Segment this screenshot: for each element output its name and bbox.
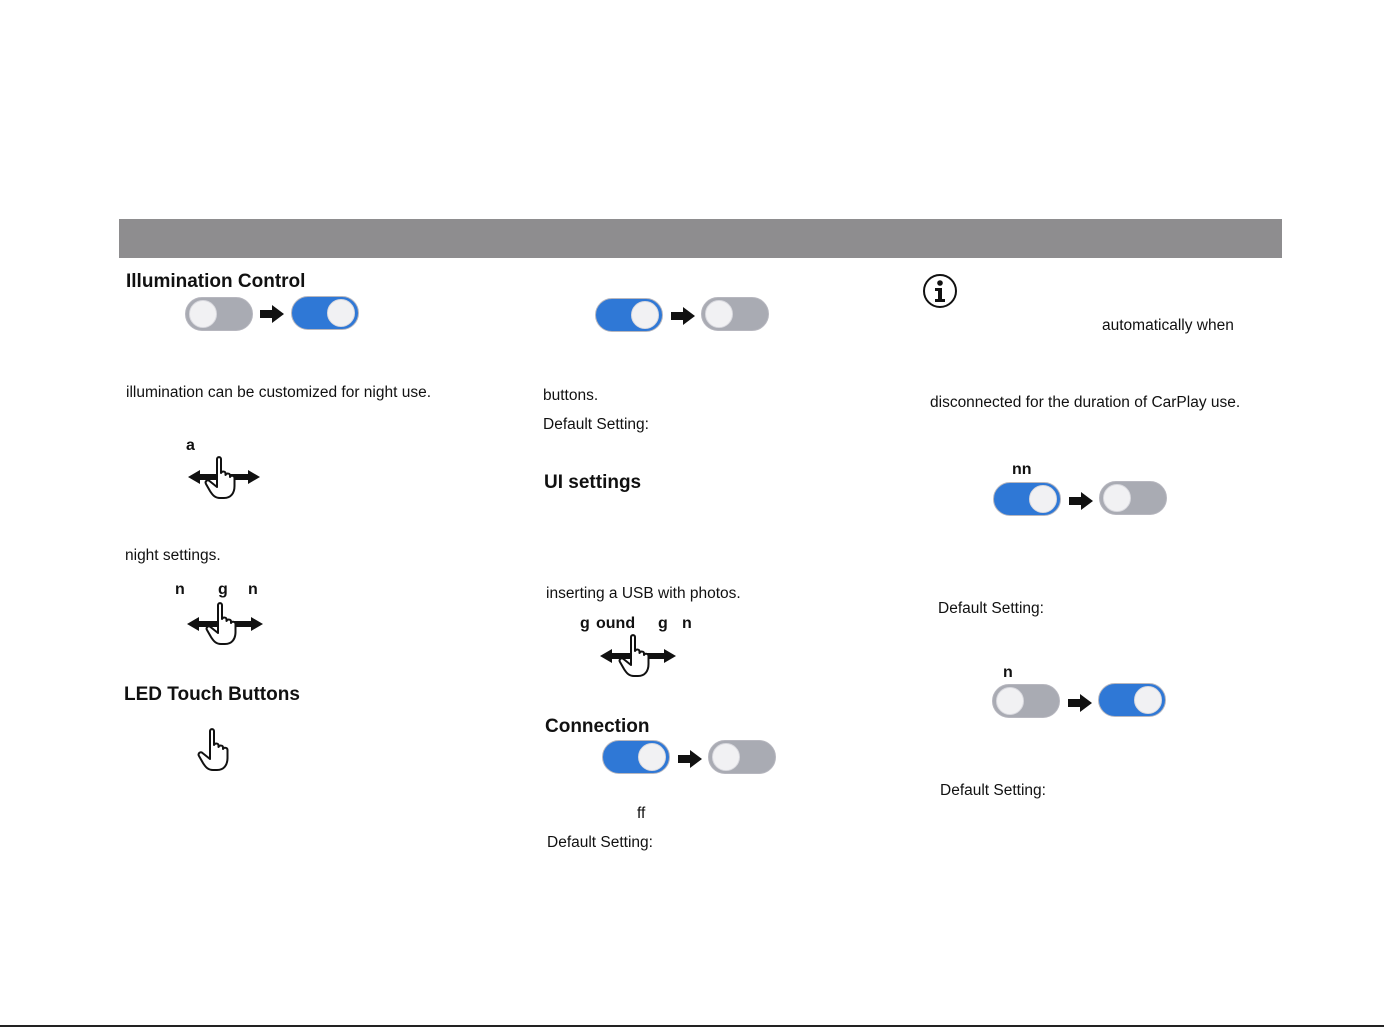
arrow-right-icon <box>1068 694 1092 712</box>
led-toggle-off-icon <box>701 297 769 331</box>
led-touch-buttons-heading: LED Touch Buttons <box>124 684 300 705</box>
info-icon <box>923 274 957 308</box>
swipe-label-4: n <box>682 615 692 632</box>
toggle-label: n <box>1003 664 1013 681</box>
swipe-label-2: g <box>218 581 228 598</box>
off-text-fragment: ff <box>637 805 646 822</box>
setting-toggle-off-icon <box>992 684 1060 718</box>
arrow-right-icon <box>260 305 284 323</box>
arrow-right-icon <box>671 307 695 325</box>
connection-heading: Connection <box>545 716 650 737</box>
default-setting-label: Default Setting: <box>543 416 649 433</box>
setting-toggle-on-icon <box>1098 683 1166 717</box>
swipe-hand-icon <box>187 602 263 645</box>
setting-toggle-on-icon <box>993 482 1061 516</box>
night-settings-text: night settings. <box>125 547 221 564</box>
illumination-toggle-off-icon <box>185 297 253 331</box>
swipe-label-1: n <box>175 581 185 598</box>
usb-photos-text: inserting a USB with photos. <box>546 585 741 602</box>
section-header-bar <box>119 219 1282 258</box>
swipe-label: a <box>186 437 195 454</box>
buttons-text: buttons. <box>543 387 599 404</box>
default-setting-label: Default Setting: <box>938 600 1044 617</box>
swipe-label-1: g <box>580 615 590 632</box>
disconnected-text: disconnected for the duration of CarPlay… <box>930 394 1241 411</box>
automatically-when-text: automatically when <box>1102 317 1234 334</box>
swipe-hand-icon <box>600 634 676 677</box>
default-setting-label: Default Setting: <box>940 782 1046 799</box>
arrow-right-icon <box>1069 492 1093 510</box>
bottom-divider <box>0 1025 1384 1027</box>
toggle-label: nn <box>1012 461 1032 478</box>
illumination-toggle-on-icon <box>291 296 359 330</box>
illumination-description: illumination can be customized for night… <box>126 384 431 401</box>
swipe-label-3: n <box>248 581 258 598</box>
illumination-control-heading: Illumination Control <box>126 271 306 292</box>
default-setting-label: Default Setting: <box>547 834 653 851</box>
connection-toggle-on-icon <box>602 740 670 774</box>
swipe-label-3: g <box>658 615 668 632</box>
swipe-label-2: ound <box>596 615 636 632</box>
tap-hand-icon <box>197 728 229 771</box>
swipe-hand-icon <box>188 456 260 499</box>
arrow-right-icon <box>678 750 702 768</box>
led-toggle-on-icon <box>595 298 663 332</box>
ui-settings-heading: UI settings <box>544 472 642 493</box>
setting-toggle-off-icon <box>1099 481 1167 515</box>
connection-toggle-off-icon <box>708 740 776 774</box>
